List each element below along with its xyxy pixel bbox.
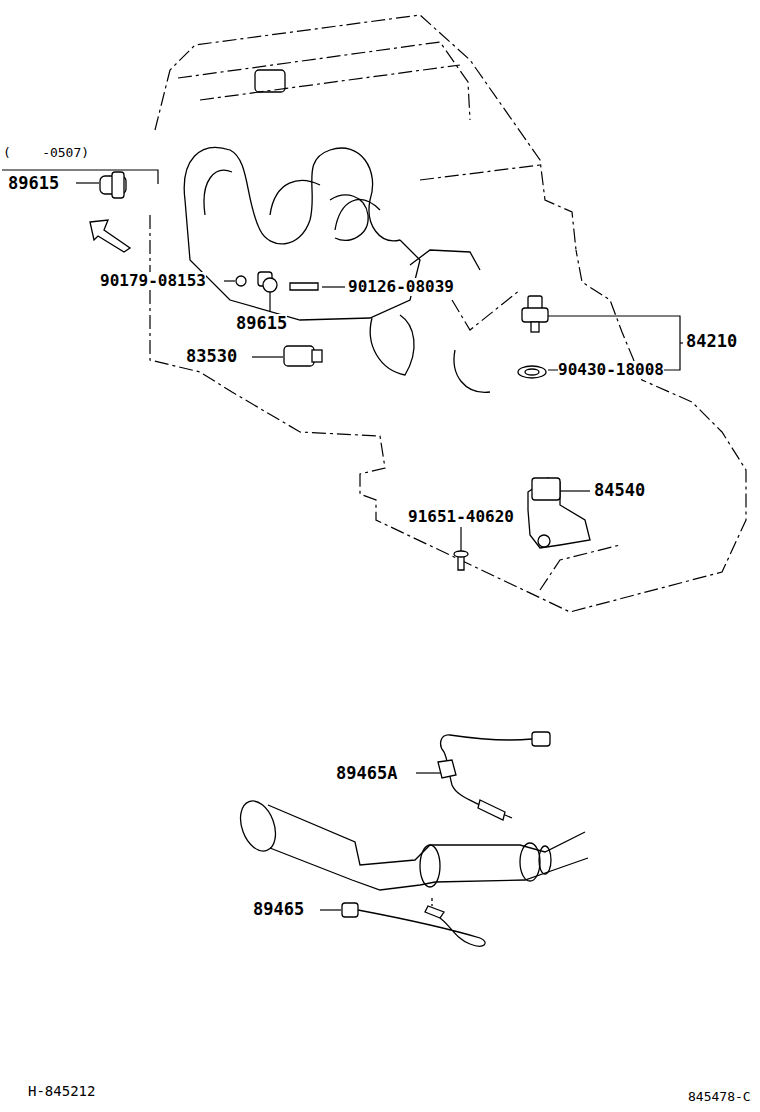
figure-code: 845478-C	[688, 1090, 751, 1104]
callout-number: 89465	[253, 900, 304, 919]
applicability-note: ( -0507)	[3, 146, 89, 160]
figure-code: H-845212	[28, 1084, 95, 1099]
callout-number: 90179-08153	[100, 272, 206, 290]
callout-number: 90126-08039	[348, 278, 454, 296]
engine-outline	[150, 15, 746, 612]
callout-number: 89465A	[336, 764, 397, 783]
callout-number: 90430-18008	[558, 361, 664, 379]
callout-number: 83530	[186, 347, 237, 366]
callout-number: 84540	[594, 481, 645, 500]
leader-lines	[2, 170, 683, 910]
callout-number: 91651-40620	[408, 508, 514, 526]
callout-number: 89615	[8, 174, 59, 193]
intake-manifold	[184, 70, 490, 392]
callout-number: 89615	[236, 314, 287, 333]
exhaust-pipe	[234, 796, 588, 890]
sensor-parts	[90, 172, 590, 570]
callout-number: 84210	[686, 332, 737, 351]
